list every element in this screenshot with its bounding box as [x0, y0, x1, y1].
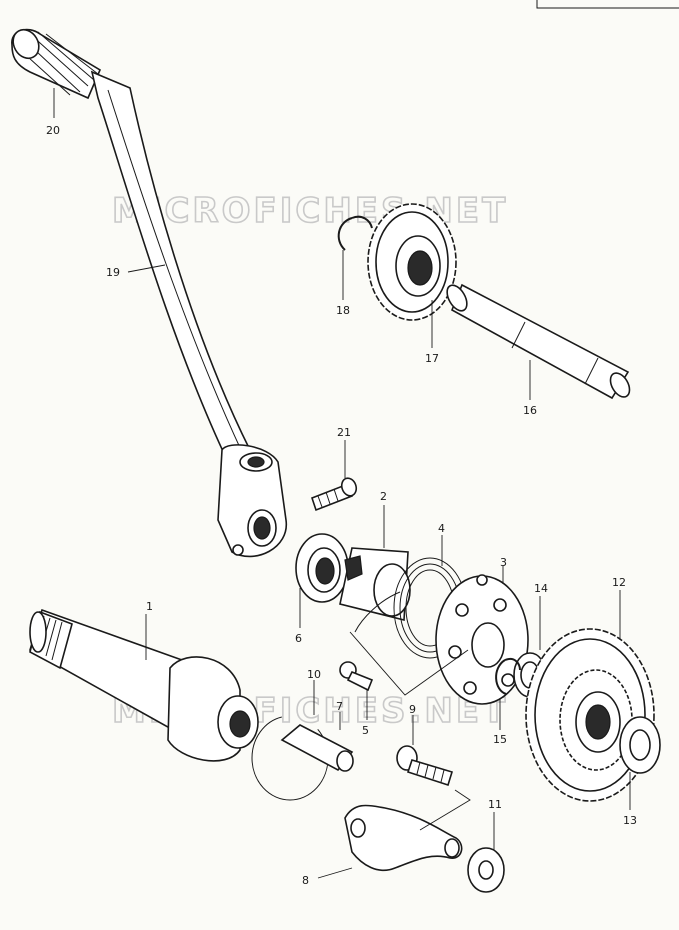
- callout-17: 17: [425, 352, 439, 365]
- callout-13: 13: [623, 814, 637, 827]
- callout-15: 15: [493, 733, 507, 746]
- bolt-5: [339, 661, 374, 692]
- leader-lines: [53, 88, 631, 879]
- callout-11: 11: [488, 798, 502, 811]
- bolt-9: [396, 745, 454, 787]
- callout-16: 16: [523, 404, 537, 417]
- callout-19: 19: [106, 266, 120, 279]
- circlip-15: [495, 658, 521, 695]
- bolt-21: [311, 477, 358, 512]
- shaft-16: [446, 283, 631, 400]
- callout-2: 2: [380, 490, 387, 503]
- callout-1: 1: [146, 600, 153, 613]
- bushing-6: [295, 533, 349, 603]
- callout-4: 4: [438, 522, 445, 535]
- callout-18: 18: [336, 304, 350, 317]
- gear-12: [525, 628, 655, 802]
- callout-14: 14: [534, 582, 548, 595]
- frame-corner: [536, 0, 679, 9]
- callout-9: 9: [409, 703, 416, 716]
- gear-17: [367, 203, 457, 321]
- watermark-top: MICROFICHES.NET: [112, 191, 508, 231]
- callout-8: 8: [302, 874, 309, 887]
- callout-10: 10: [307, 668, 321, 681]
- callout-3: 3: [500, 556, 507, 569]
- callout-12: 12: [612, 576, 626, 589]
- kick-shaft-1: [29, 608, 259, 762]
- callout-labels: 1 2 3 4 5 6 7 8 9 10 11 12 13 14 15 16 1…: [46, 124, 637, 887]
- callout-7: 7: [336, 700, 343, 713]
- callout-20: 20: [46, 124, 60, 137]
- washer-13: [619, 716, 661, 774]
- callout-6: 6: [295, 632, 302, 645]
- callout-21: 21: [337, 426, 351, 439]
- circlip-18: [337, 215, 373, 251]
- callout-5: 5: [362, 724, 369, 737]
- pin-7: [280, 724, 354, 772]
- washer-11: [467, 847, 505, 893]
- stopper-8: [344, 804, 463, 872]
- plate-3: [435, 574, 529, 705]
- kick-lever: [90, 70, 287, 558]
- ratchet-2: [339, 547, 411, 622]
- kick-grip: [11, 28, 102, 100]
